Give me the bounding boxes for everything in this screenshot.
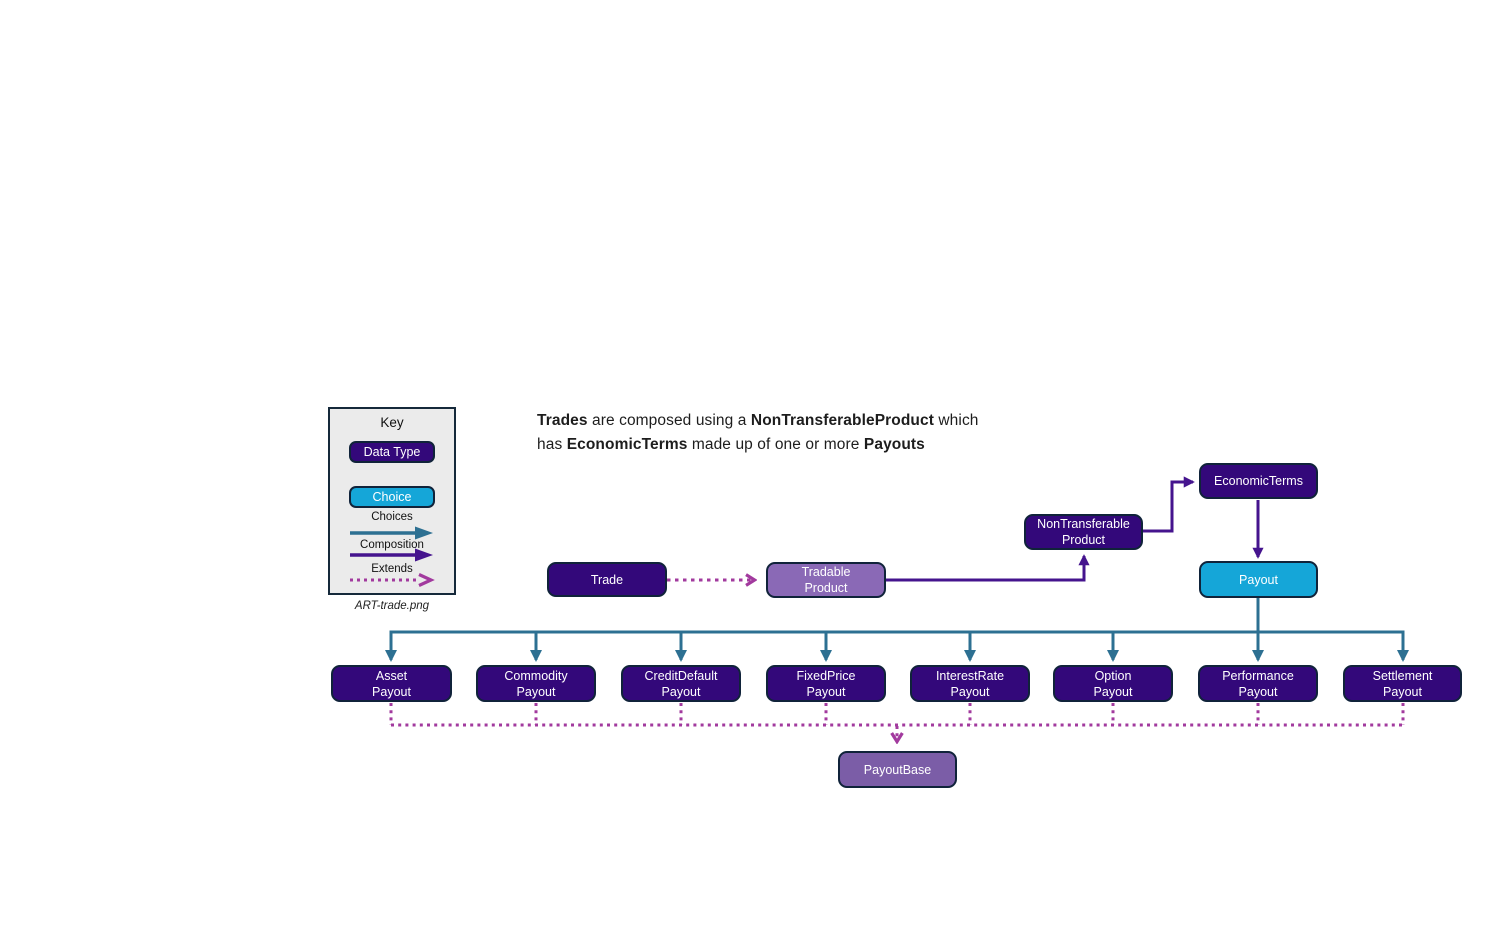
node-payout-base: PayoutBase <box>838 751 957 788</box>
node-economic-terms: EconomicTerms <box>1199 463 1318 499</box>
node-trade: Trade <box>547 562 667 597</box>
description-segment: Payouts <box>863 435 925 453</box>
node-asset-payout: Asset Payout <box>331 665 452 702</box>
node-performance-payout: Performance Payout <box>1198 665 1318 702</box>
extends-arrow-icon <box>350 573 435 587</box>
description-segment: Trades <box>537 412 588 429</box>
diagram-description: Trades are composed using a NonTransfera… <box>537 409 1077 456</box>
node-settlement-payout: Settlement Payout <box>1343 665 1462 702</box>
description-segment: which <box>933 412 979 429</box>
node-interest-rate-payout: InterestRate Payout <box>910 665 1030 702</box>
legend-extends-label: Extends <box>371 563 413 575</box>
legend-choices-label: Choices <box>371 511 413 523</box>
legend-data-type-swatch: Data Type <box>349 441 435 463</box>
description-segment: has <box>537 435 567 453</box>
description-segment: are composed using a <box>587 412 751 429</box>
legend-choice-swatch: Choice <box>349 486 435 508</box>
connector-nontransferable-to-economicterms <box>1143 476 1195 533</box>
node-credit-default-payout: CreditDefault Payout <box>621 665 741 702</box>
node-fixed-price-payout: FixedPrice Payout <box>766 665 886 702</box>
node-commodity-payout: Commodity Payout <box>476 665 596 702</box>
legend-title: Key <box>380 415 404 430</box>
legend-panel: Key Data Type Choice Choices Composition… <box>328 407 456 595</box>
node-non-transferable-product: NonTransferable Product <box>1024 514 1143 550</box>
connector-extends-stubs <box>389 703 1405 725</box>
node-payout: Payout <box>1199 561 1318 598</box>
legend-composition-label: Composition <box>360 539 424 551</box>
description-segment: EconomicTerms <box>566 435 688 453</box>
choices-arrow-icon <box>350 526 433 540</box>
node-option-payout: Option Payout <box>1053 665 1173 702</box>
connector-tradable-to-nontransferable <box>886 554 1090 582</box>
node-tradable-product: Tradable Product <box>766 562 886 598</box>
description-segment: made up of one or more <box>687 435 864 453</box>
description-segment: NonTransferableProduct <box>750 412 934 429</box>
composition-arrow-icon <box>350 548 433 562</box>
image-caption: ART-trade.png <box>354 600 430 612</box>
